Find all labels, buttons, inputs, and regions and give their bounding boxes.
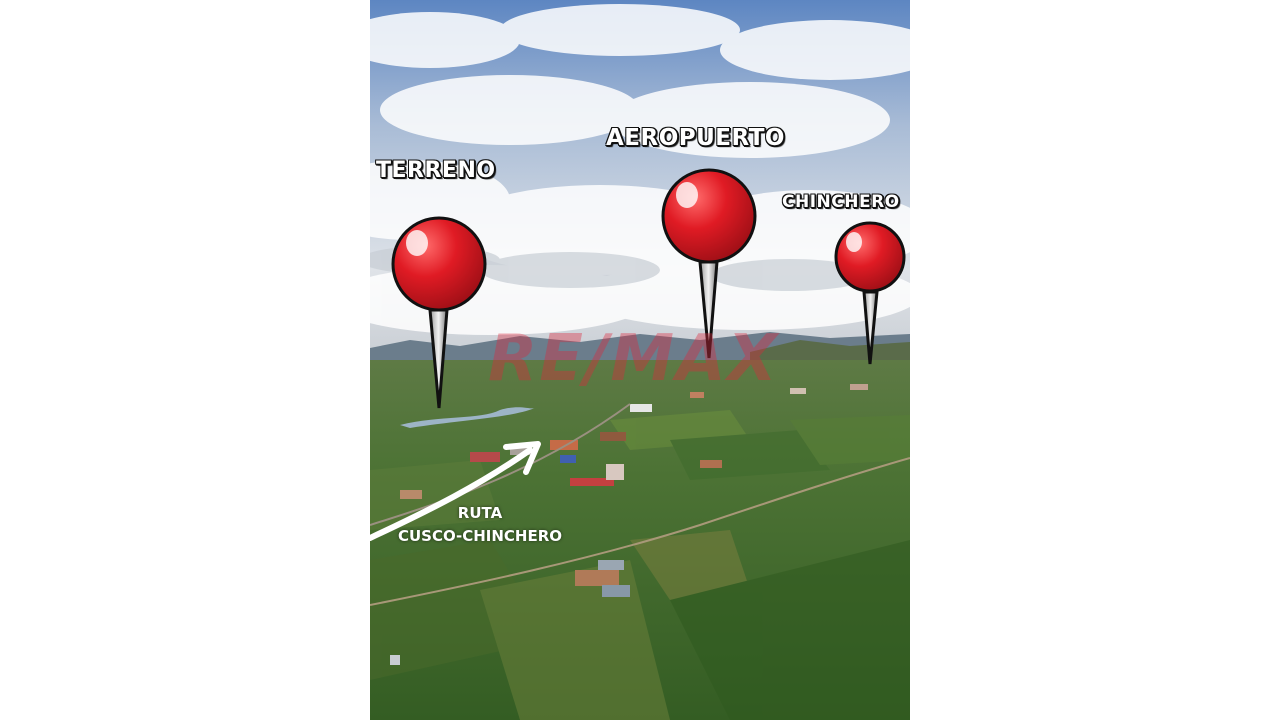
pin-label-terreno: TERRENO	[376, 158, 496, 183]
location-pin-aeropuerto	[661, 168, 757, 359]
route-arrow	[370, 441, 541, 541]
river	[400, 407, 535, 428]
route-label-line2: CUSCO-CHINCHERO	[397, 527, 563, 545]
aerial-photo: RE/MAX TERRENO AEROPUERTO CHINCHERO RUTA…	[370, 0, 910, 720]
location-pin-chinchero	[834, 221, 906, 365]
pin-label-chinchero: CHINCHERO	[782, 192, 900, 212]
village	[390, 384, 868, 665]
location-pin-terreno	[391, 216, 487, 409]
pin-label-aeropuerto: AEROPUERTO	[606, 125, 785, 151]
dirt-road	[370, 457, 910, 606]
aerial-landscape-illustration	[370, 0, 910, 720]
route-label-line1: RUTA	[457, 504, 503, 522]
route-label: RUTA CUSCO-CHINCHERO	[380, 502, 580, 548]
main-road	[370, 403, 631, 526]
